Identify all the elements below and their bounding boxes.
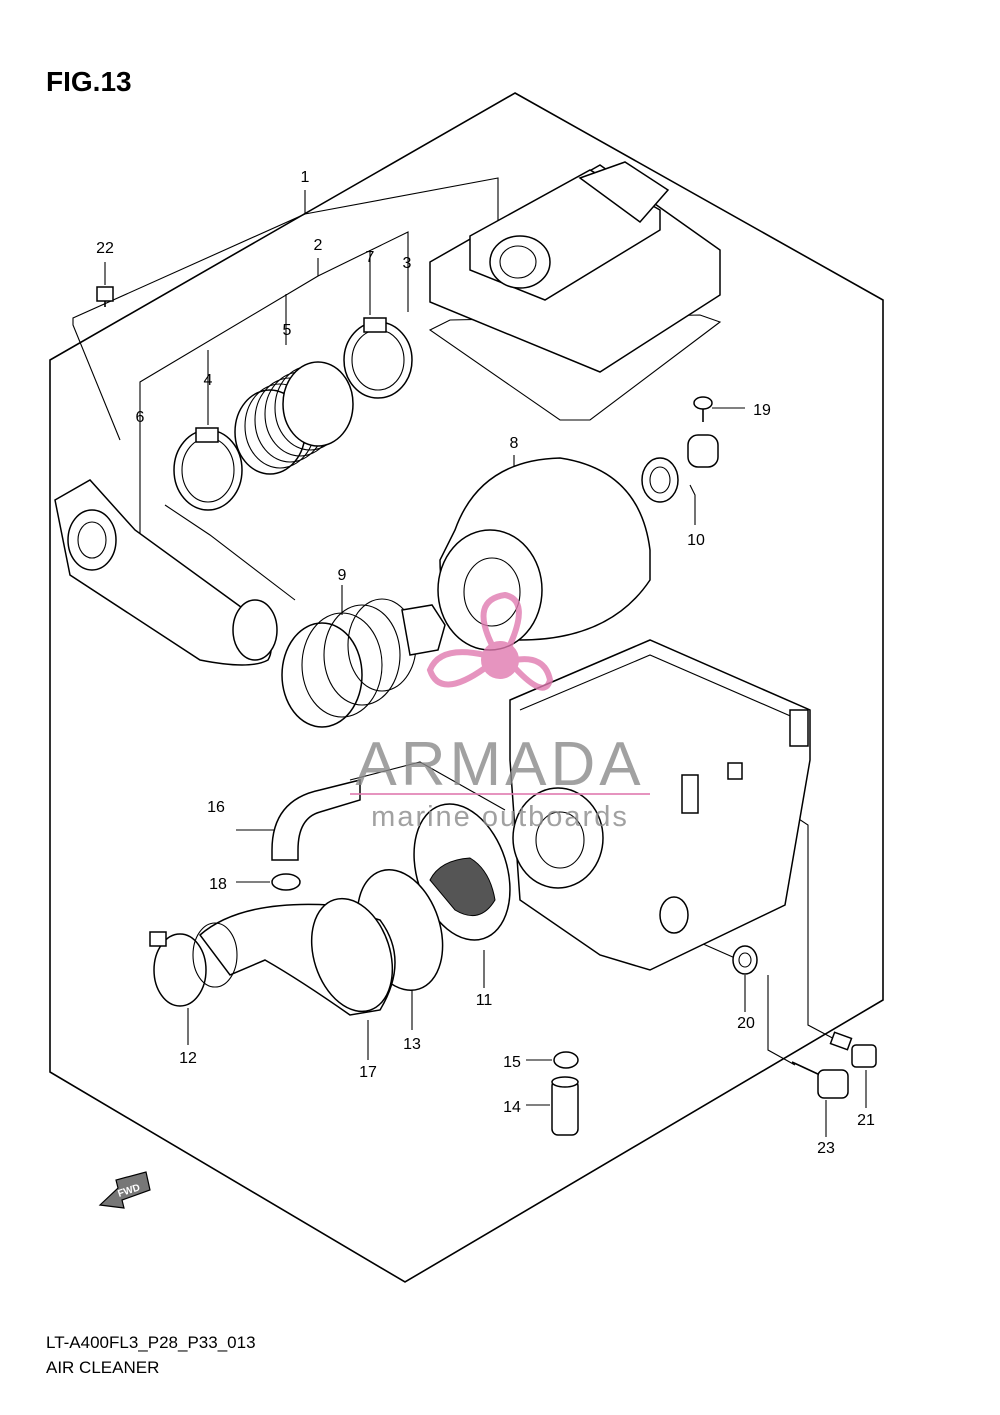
- part-intake-duct: [54, 479, 278, 666]
- callout-4: 4: [204, 372, 213, 389]
- part-clip-15: [553, 1051, 579, 1069]
- part-clamp-4: [173, 427, 243, 511]
- part-screw-19: [693, 396, 713, 422]
- callout-21: 21: [857, 1112, 875, 1129]
- callout-14: 14: [503, 1099, 521, 1116]
- footer-name: AIR CLEANER: [46, 1358, 159, 1377]
- part-bolt-21: [829, 1031, 877, 1068]
- callout-23: 23: [817, 1140, 835, 1157]
- watermark-brand: ARMADA: [355, 730, 644, 799]
- part-air-cleaner-box: [509, 639, 811, 971]
- callout-2: 2: [314, 237, 323, 254]
- callout-22: 22: [96, 240, 114, 257]
- part-clip-18: [271, 873, 301, 891]
- watermark: ARMADA marine outboards: [350, 591, 650, 833]
- callout-16: 16: [207, 799, 225, 816]
- part-clamp-12: [149, 922, 238, 1007]
- part-filter-cage: [281, 598, 446, 728]
- callout-20: 20: [737, 1015, 755, 1032]
- assembly-frame: [49, 92, 884, 1283]
- callout-5: 5: [283, 322, 292, 339]
- callout-7: 7: [366, 249, 375, 266]
- callout-3: 3: [403, 255, 412, 272]
- callout-6: 6: [136, 409, 145, 426]
- callout-12: 12: [179, 1050, 197, 1067]
- part-plug-10: [641, 434, 719, 503]
- part-screw-23: [791, 1061, 849, 1099]
- propeller-logo-icon: [426, 591, 554, 691]
- footer-code: LT-A400FL3_P28_P33_013: [46, 1333, 256, 1352]
- callout-19: 19: [753, 402, 771, 419]
- part-screen-11: [413, 803, 511, 941]
- leader-lines: [72, 177, 867, 1137]
- figure-title: FIG.13: [46, 66, 132, 97]
- part-grommet-20: [732, 945, 758, 975]
- part-outlet-duct: [198, 897, 396, 1016]
- part-filter-element: [437, 457, 651, 651]
- part-clamp-7: [343, 317, 413, 399]
- callout-11: 11: [476, 992, 493, 1009]
- callout-1: 1: [301, 169, 310, 186]
- callout-10: 10: [687, 532, 705, 549]
- callout-8: 8: [510, 435, 519, 452]
- part-clip-22: [96, 286, 114, 307]
- part-hose-16: [271, 779, 361, 861]
- callout-17: 17: [359, 1064, 377, 1081]
- callout-9: 9: [338, 567, 347, 584]
- callout-13: 13: [403, 1036, 421, 1053]
- forward-arrow-icon: FWD: [98, 1171, 151, 1209]
- watermark-tagline: marine outboards: [371, 801, 629, 833]
- part-drain-tube-14: [551, 1076, 579, 1136]
- part-corrugated-hose: [234, 361, 354, 475]
- callout-18: 18: [209, 876, 227, 893]
- part-cover-cap: [428, 161, 722, 421]
- callout-15: 15: [503, 1054, 521, 1071]
- callout-labels: 1 2 3 4 5 6 7 8 9 10 11 12 13 14 15 16 1…: [96, 169, 875, 1157]
